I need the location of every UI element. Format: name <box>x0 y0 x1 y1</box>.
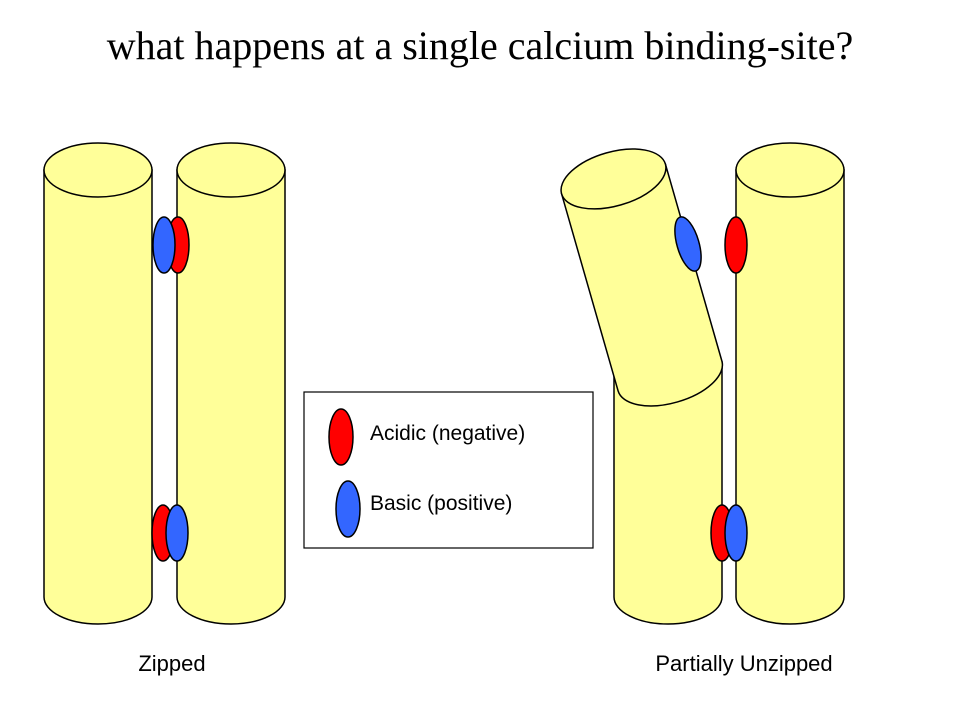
legend-acidic-swatch <box>328 408 354 466</box>
zipped-bottom-basic-residue <box>165 504 189 562</box>
legend-basic-label: Basic (positive) <box>370 492 512 515</box>
zipped-top-basic-residue <box>152 216 176 274</box>
unzipped-helix-left-lower <box>613 361 723 625</box>
legend-acidic-label: Acidic (negative) <box>370 422 525 445</box>
caption-partially-unzipped: Partially Unzipped <box>655 651 832 676</box>
unzipped-top-acidic-residue <box>724 216 748 274</box>
unzipped-top-basic-residue <box>674 216 702 272</box>
zipped-helix-left <box>43 142 153 625</box>
legend-basic-swatch <box>335 480 361 538</box>
legend: Acidic (negative) Basic (positive) <box>303 391 594 549</box>
zipped-helix-right <box>176 142 286 625</box>
unzipped-helix-left-upper <box>560 148 724 407</box>
page-title: what happens at a single calcium binding… <box>106 23 854 68</box>
unzipped-helix-right <box>735 142 845 625</box>
caption-zipped: Zipped <box>138 651 205 676</box>
unzipped-bottom-basic-residue <box>724 504 748 562</box>
